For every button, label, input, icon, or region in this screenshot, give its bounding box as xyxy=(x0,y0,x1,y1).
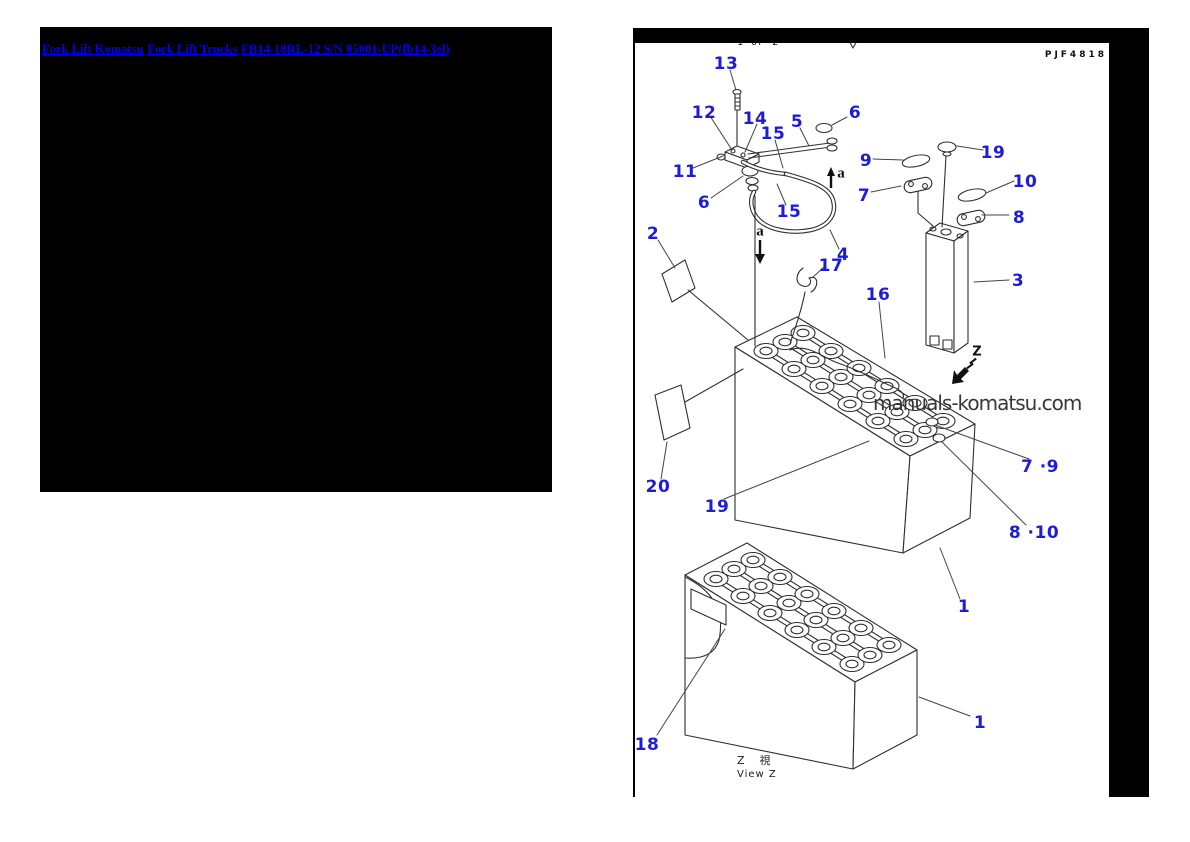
diagram-callout-number: 17 xyxy=(818,256,844,276)
diagram-callout-number: 5 xyxy=(790,112,804,132)
hose-assembly xyxy=(716,88,838,347)
breadcrumb-link-model[interactable]: FB14-18RL-12 S/N 85001-UP(fb14-3el) xyxy=(241,42,450,56)
diagram-callout-number: 1 xyxy=(957,597,971,617)
diagram-left-border xyxy=(633,28,635,797)
battery-cell xyxy=(925,141,969,354)
diagram-callout-number: 1 xyxy=(973,713,987,733)
diagram-callout-number: 11 xyxy=(672,162,698,182)
watermark: manuals-komatsu.com xyxy=(873,391,1082,415)
diagram-callout-number: 15 xyxy=(760,124,786,144)
view-z-label: Z 視 View Z xyxy=(737,752,777,780)
diagram-callout-number: 15 xyxy=(776,202,802,222)
diagram-callout-number: 3 xyxy=(1011,271,1025,291)
breadcrumb-link-category[interactable]: Fork Lift Trucks xyxy=(147,42,238,56)
clip-and-harness xyxy=(789,267,905,399)
diagram-callout-number: 6 xyxy=(848,103,862,123)
diagram-callout-number: 14 xyxy=(742,109,768,129)
diagram-callout-number: 7 xyxy=(857,186,871,206)
battery-box-lower xyxy=(684,542,918,770)
diagram-callout-number: 6 xyxy=(697,193,711,213)
diagram-view-marker: Z xyxy=(972,344,982,360)
label-plates xyxy=(654,259,749,441)
leader-lines xyxy=(656,69,1030,736)
diagram-callout-number: 18 xyxy=(634,735,660,755)
parts-diagram-panel: 1 OF 2 PJF4818 manuals-komatsu.com Z 視 V… xyxy=(633,28,1149,797)
diagram-callout-number: 13 xyxy=(713,54,739,74)
diagram-callout-number: 19 xyxy=(980,143,1006,163)
diagram-callout-number: 12 xyxy=(691,103,717,123)
parts-diagram-artwork xyxy=(654,29,1030,770)
diagram-callout-number: 20 xyxy=(645,477,671,497)
scan-mask-top xyxy=(633,28,1149,43)
diagram-callout-number: 16 xyxy=(865,285,891,305)
view-z-label-en: View Z xyxy=(737,769,777,780)
section-arrow-icons xyxy=(755,167,835,264)
diagram-callout-number: 2 xyxy=(646,224,660,244)
battery-box-upper xyxy=(734,316,976,554)
view-z-arrow-icon xyxy=(952,357,977,384)
diagram-view-marker: a xyxy=(837,165,845,182)
scan-mask-right xyxy=(1109,28,1149,797)
diagram-callout-number: 10 xyxy=(1012,172,1038,192)
diagram-callout-number: 19 xyxy=(704,497,730,517)
diagram-callout-number: 4 xyxy=(836,245,850,265)
diagram-callout-number: 8 xyxy=(1012,208,1026,228)
breadcrumb-link-brand[interactable]: Fork Lift Komatsu xyxy=(42,42,144,56)
plate-code: PJF4818 xyxy=(1044,50,1107,60)
view-z-label-jp: Z 視 xyxy=(737,754,773,767)
diagram-view-marker: a xyxy=(756,223,764,240)
diagram-callout-number: 7 ·9 xyxy=(1020,457,1060,477)
diagram-callout-number: 8 ·10 xyxy=(1008,523,1060,543)
diagram-callout-number: 9 xyxy=(859,151,873,171)
